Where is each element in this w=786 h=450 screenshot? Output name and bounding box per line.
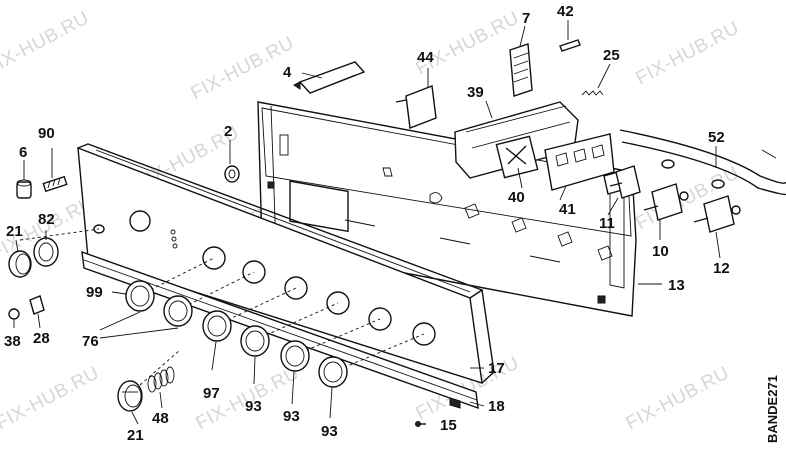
bezel-ring: [125, 280, 155, 312]
part-label-90: 90: [38, 125, 55, 142]
part-label-93: 93: [321, 423, 338, 440]
bezel-ring-82: [33, 237, 59, 267]
watermark: FIX-HUB.RU: [0, 362, 103, 434]
part-label-7: 7: [522, 10, 530, 27]
cap-6: [16, 179, 32, 199]
part-label-18: 18: [488, 398, 505, 415]
part-label-39: 39: [467, 84, 484, 101]
lamp-42: [559, 39, 581, 52]
part-label-28: 28: [33, 330, 50, 347]
clip-2: [224, 165, 240, 183]
part-label-97: 97: [203, 385, 220, 402]
drawing-code: BANDE271: [765, 375, 780, 443]
part-label-4: 4: [283, 64, 292, 81]
part-label-42: 42: [557, 3, 574, 20]
bezel-ring: [202, 310, 232, 342]
part-label-25: 25: [603, 47, 620, 64]
part-label-11: 11: [599, 215, 615, 232]
part-label-17: 17: [488, 360, 505, 377]
screw-15: [415, 421, 426, 427]
knob-hole: [202, 246, 226, 270]
leader-lines: [13, 20, 721, 425]
upper-components: [293, 39, 786, 233]
part-label-99: 99: [86, 284, 103, 301]
spring: [147, 366, 175, 393]
front-fascia: [77, 143, 495, 385]
control-unit-39: [454, 101, 579, 179]
bezel-ring: [280, 340, 310, 372]
part-label-38: 38: [4, 333, 21, 350]
bezel-ring: [163, 295, 193, 327]
watermark: FIX-HUB.RU: [632, 17, 742, 89]
part-label-10: 10: [652, 243, 669, 260]
part-label-13: 13: [668, 277, 685, 294]
knob-hole: [326, 291, 350, 315]
knob-hole: [284, 276, 308, 300]
small-parts-left: [8, 165, 426, 427]
bezel-ring: [318, 356, 348, 388]
part-label-15: 15: [440, 417, 457, 434]
knob: [8, 250, 32, 278]
knob-hole: [93, 224, 105, 234]
part-labels: 4 44 7 42 25 39 52 2 90 6 40 41 11 10 12…: [4, 3, 730, 444]
bezel-rings: [33, 237, 348, 388]
gas-pipe: [619, 129, 786, 196]
watermark: FIX-HUB.RU: [0, 7, 93, 79]
screw-90: [42, 175, 68, 193]
part-label-93: 93: [245, 398, 262, 415]
clip-38: [8, 308, 20, 320]
igniter-4: [293, 61, 366, 94]
part-label-82: 82: [38, 211, 55, 228]
part-label-44: 44: [417, 49, 434, 66]
part-label-40: 40: [508, 189, 525, 206]
part-label-41: 41: [559, 201, 576, 218]
part-label-2: 2: [224, 123, 232, 140]
trim-strip: [81, 250, 479, 410]
clip-28: [29, 295, 45, 315]
switch-7: [509, 43, 533, 97]
part-label-12: 12: [713, 260, 730, 277]
knob-hole: [129, 210, 151, 232]
knob-hole: [242, 260, 266, 284]
watermark: FIX-HUB.RU: [412, 7, 522, 79]
part-label-6: 6: [19, 144, 27, 161]
knob-hole: [368, 307, 392, 331]
valve-11: [609, 165, 641, 199]
part-label-21: 21: [127, 427, 144, 444]
watermark: FIX-HUB.RU: [187, 32, 297, 104]
part-label-21: 21: [6, 223, 23, 240]
spring-25: [581, 90, 604, 96]
bezel-ring: [240, 325, 270, 357]
block-44: [395, 85, 437, 129]
valve-12: [693, 195, 741, 233]
part-label-93: 93: [283, 408, 300, 425]
knob-hole: [412, 322, 436, 346]
part-label-48: 48: [152, 410, 169, 427]
watermark: FIX-HUB.RU: [622, 362, 732, 434]
knob: [117, 380, 143, 412]
part-label-76: 76: [82, 333, 99, 350]
part-label-52: 52: [708, 129, 725, 146]
valve-10: [643, 183, 689, 221]
